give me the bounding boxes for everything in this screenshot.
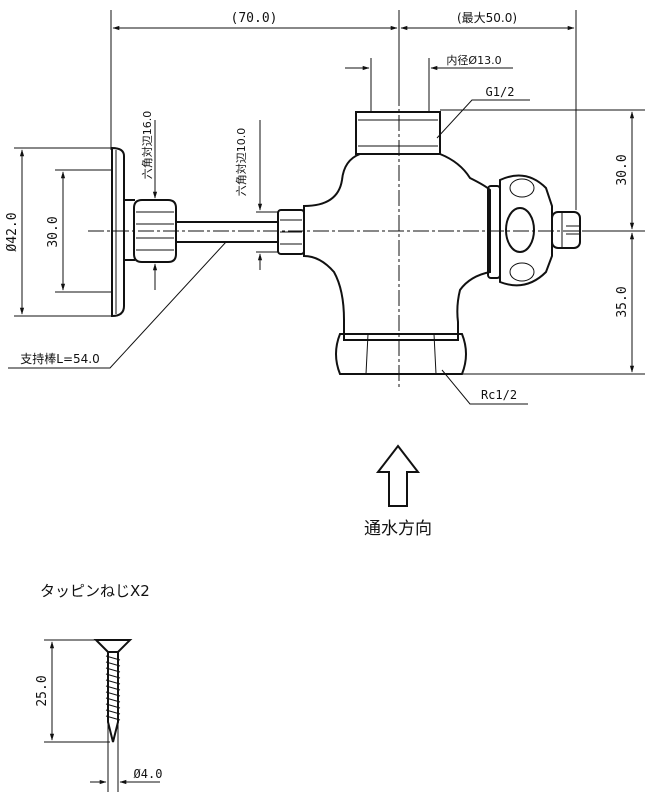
height-lower-label: 35.0 (615, 286, 630, 317)
handle-knob (487, 174, 581, 287)
tapping-screw (93, 639, 133, 743)
hex-nut-16 (133, 199, 177, 263)
dimension-screw-diameter: Ø4.0 (90, 722, 162, 792)
top-thread (355, 111, 441, 155)
hex-nut-10 (277, 209, 305, 255)
leader-support-rod: 支持棒L=54.0 (8, 241, 227, 369)
screw-diameter-label: Ø4.0 (134, 767, 163, 781)
dimension-hex-16: 六角対辺16.0 (140, 111, 158, 290)
hex-10-label: 六角対辺10.0 (234, 128, 248, 197)
flange-diameter-label: Ø42.0 (5, 212, 20, 251)
dimension-hex-10: 六角対辺10.0 (234, 120, 278, 270)
dimension-height-upper: 30.0 (440, 109, 645, 232)
hex-16-label: 六角対辺16.0 (140, 111, 154, 180)
leader-thread-bottom: Rc1/2 (441, 369, 528, 405)
wall-flange (111, 146, 135, 318)
dimension-inner-diameter: 内径Ø13.0 (345, 53, 513, 112)
height-upper-label: 30.0 (615, 154, 630, 185)
dimension-flange-pitch: 30.0 (46, 169, 112, 293)
valve-body (303, 153, 491, 341)
flange-pitch-label: 30.0 (46, 216, 61, 247)
screw-thread (105, 655, 121, 721)
leader-thread-top: G1/2 (436, 85, 530, 139)
dimension-overall-left: (70.0) (110, 10, 400, 150)
screw-length-label: 25.0 (35, 675, 50, 706)
dimension-height-lower: 35.0 (458, 232, 645, 375)
overall-right-label: (最大50.0) (457, 11, 517, 25)
flow-direction-arrow-icon (375, 444, 421, 507)
inner-diameter-label: 内径Ø13.0 (446, 53, 501, 67)
thread-bottom-label: Rc1/2 (481, 388, 517, 402)
thread-top-label: G1/2 (486, 85, 515, 99)
dimension-flange-diameter: Ø42.0 (5, 147, 112, 317)
flow-direction-label: 通水方向 (364, 519, 432, 539)
screw-title: タッピンねじX2 (40, 582, 150, 600)
dimension-screw-length: 25.0 (35, 639, 110, 743)
support-rod (176, 221, 278, 243)
support-rod-label: 支持棒L=54.0 (20, 351, 99, 366)
overall-left-label: (70.0) (231, 11, 278, 26)
